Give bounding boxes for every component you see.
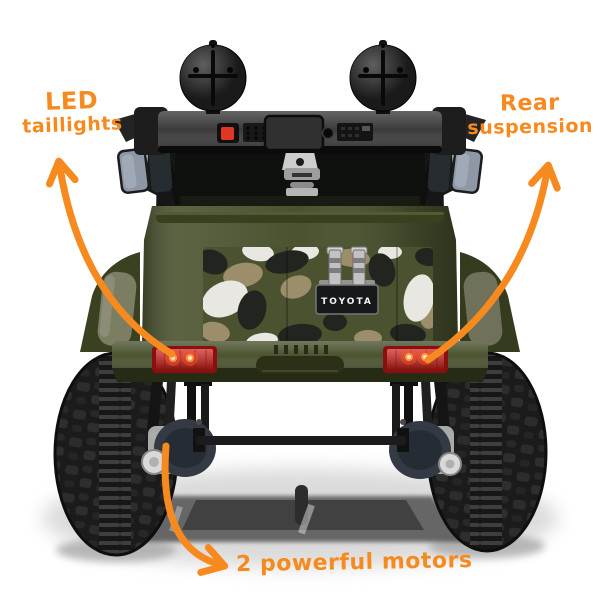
seat-bracket-base	[286, 188, 318, 196]
bumper-handle-recess	[256, 356, 344, 374]
drivetrain	[141, 375, 462, 479]
handle-highlight	[262, 370, 338, 372]
curved-arrow-icon-led-taillights	[45, 157, 176, 358]
buckle-bar	[353, 268, 365, 273]
motor-cap-right-center	[445, 459, 455, 469]
suspension-strut-left	[201, 384, 209, 442]
label-rear-suspension: Rear suspension	[462, 90, 599, 139]
power-button	[221, 127, 234, 140]
shock-absorber-left	[146, 375, 164, 431]
suspension-strut-right	[392, 384, 400, 442]
pod-hole	[193, 67, 199, 73]
mirror-housing-left	[148, 145, 173, 193]
suspension-strut-left	[187, 380, 196, 442]
toyota-badge	[315, 284, 379, 315]
pod-hole	[363, 67, 369, 73]
pod-hole	[397, 67, 403, 73]
seat-bracket-bolt	[296, 158, 304, 166]
key-hole	[321, 126, 335, 140]
led-dot-core	[188, 356, 192, 360]
battery-door	[263, 114, 325, 152]
rear-bumper	[112, 341, 488, 382]
pod-groove-horizontal	[188, 74, 238, 78]
tailgate-recess-highlight	[156, 212, 444, 215]
curved-arrow-icon-rear-suspension	[424, 161, 561, 364]
suspension-strut-right	[404, 380, 413, 442]
spotlight-pod-left	[179, 40, 247, 114]
pod-hole	[381, 44, 385, 48]
buckle-bar	[329, 268, 341, 273]
tire-center-ribs	[99, 353, 131, 555]
shock-absorber-right	[420, 377, 433, 429]
pod-hole	[227, 67, 233, 73]
mirror-housing-right	[427, 145, 452, 193]
truck-body: TOYOTA	[80, 206, 520, 382]
camo-black-blobs	[203, 247, 433, 345]
axle-bolt	[196, 419, 202, 425]
spotlight-pod-right	[349, 40, 417, 114]
axle-bolt	[400, 419, 406, 425]
wheel-left	[53, 351, 179, 557]
led-dot-core	[407, 355, 411, 359]
mirror-glass-highlight	[454, 153, 470, 188]
shock-absorber-right	[433, 375, 451, 431]
bumper-vent-slots	[274, 345, 328, 354]
taillight-right	[383, 346, 448, 373]
roof-assembly	[114, 40, 486, 210]
tire-center-ribs	[470, 353, 502, 551]
mirror-glass-highlight	[121, 154, 137, 189]
seat-bracket-slot	[292, 173, 312, 177]
label-motors: 2 powerful motors	[235, 548, 473, 578]
rear-axle-bar	[196, 436, 406, 445]
curved-arrow-icon-motors	[161, 442, 229, 576]
pod-hole	[211, 44, 215, 48]
annotation-arrows	[45, 157, 561, 576]
speaker-grille-slits	[341, 126, 370, 137]
speaker-grille-dots	[246, 126, 266, 140]
speaker-grille-right	[337, 123, 373, 141]
light-streak	[298, 503, 315, 535]
wheel-right	[426, 351, 548, 553]
label-led-taillights: LED taillights	[3, 86, 141, 139]
camo-white-blobs	[203, 247, 433, 345]
lens-shading	[387, 349, 444, 370]
toyota-badge-text: TOYOTA	[321, 297, 373, 307]
badge-assembly: TOYOTA	[315, 246, 379, 315]
motor-cap-left-center	[149, 457, 159, 467]
seat-bracket-foot	[290, 182, 314, 188]
label-rear-line2: suspension	[467, 114, 594, 139]
buckle-bar	[329, 258, 341, 263]
shock-absorber-left	[164, 377, 177, 429]
fender-highlight	[99, 275, 115, 337]
pod-groove-horizontal	[358, 74, 408, 78]
label-rear-line1: Rear	[499, 90, 560, 117]
buckle-bar	[353, 258, 365, 263]
